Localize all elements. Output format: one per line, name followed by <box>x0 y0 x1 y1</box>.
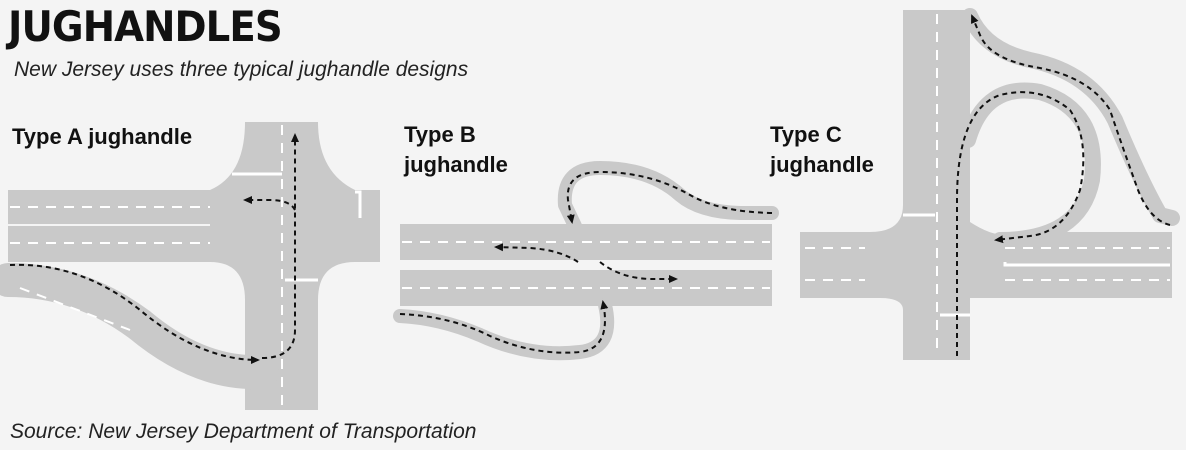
type-c-diagram <box>800 8 1180 360</box>
type-a-diagram <box>0 122 380 410</box>
type-c-label-line2: jughandle <box>770 152 874 177</box>
type-a-path-ramp <box>9 263 260 364</box>
type-a-path-through <box>261 133 299 359</box>
type-c-path-outer <box>971 14 1171 226</box>
page-title: JUGHANDLES <box>8 2 283 51</box>
type-a-label: Type A jughandle <box>12 122 192 152</box>
source-note: Source: New Jersey Department of Transpo… <box>10 420 477 443</box>
type-c-outer-ramp <box>962 8 1180 226</box>
type-b-diagram <box>393 161 779 361</box>
type-b-upper-ramp <box>557 161 779 233</box>
type-a-cross-road <box>210 122 380 410</box>
type-a-label-text: Type A jughandle <box>12 124 193 149</box>
type-c-loop <box>960 82 1101 248</box>
page-subtitle: New Jersey uses three typical jughandle … <box>14 58 469 81</box>
type-c-label: Type C jughandle <box>770 120 874 180</box>
type-b-path-upper-merge <box>494 243 579 263</box>
type-b-path-lower-merge <box>599 261 678 283</box>
type-b-path-lower-loop <box>399 300 609 354</box>
type-a-highway-lower <box>8 226 213 262</box>
type-b-label-line1: Type B <box>404 122 476 147</box>
type-a-path-left <box>243 196 296 211</box>
type-b-path-upper-loop <box>566 170 773 224</box>
type-c-label-line1: Type C <box>770 122 842 147</box>
type-c-cross-road <box>800 10 1005 360</box>
type-b-lower-ramp <box>393 298 615 361</box>
type-b-label-line2: jughandle <box>404 152 508 177</box>
type-a-highway-upper <box>8 190 218 224</box>
type-b-label: Type B jughandle <box>404 120 508 180</box>
type-a-ramp <box>0 263 279 390</box>
